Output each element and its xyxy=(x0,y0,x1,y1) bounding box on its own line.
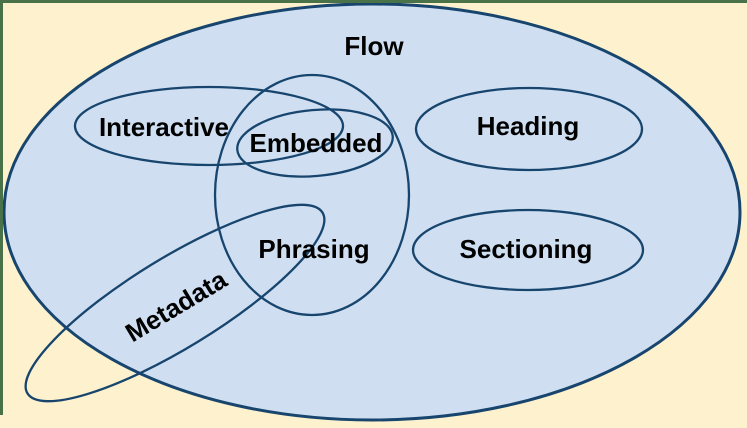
embedded-label: Embedded xyxy=(250,128,383,158)
metadata-set-ellipse xyxy=(24,203,326,403)
flow-set-ellipse xyxy=(2,2,742,422)
sectioning-set-ellipse xyxy=(411,208,645,292)
frame-border-left xyxy=(0,0,3,415)
heading-set-ellipse xyxy=(414,86,644,172)
heading-label: Heading xyxy=(477,111,580,141)
embedded-set-ellipse xyxy=(236,108,394,178)
phrasing-set-ellipse xyxy=(213,73,411,317)
frame-border-top xyxy=(0,0,747,3)
interactive-label: Interactive xyxy=(99,112,229,142)
sectioning-label: Sectioning xyxy=(460,234,593,264)
interactive-set-ellipse xyxy=(73,85,345,167)
phrasing-label: Phrasing xyxy=(258,234,369,264)
flow-label: Flow xyxy=(344,31,404,61)
